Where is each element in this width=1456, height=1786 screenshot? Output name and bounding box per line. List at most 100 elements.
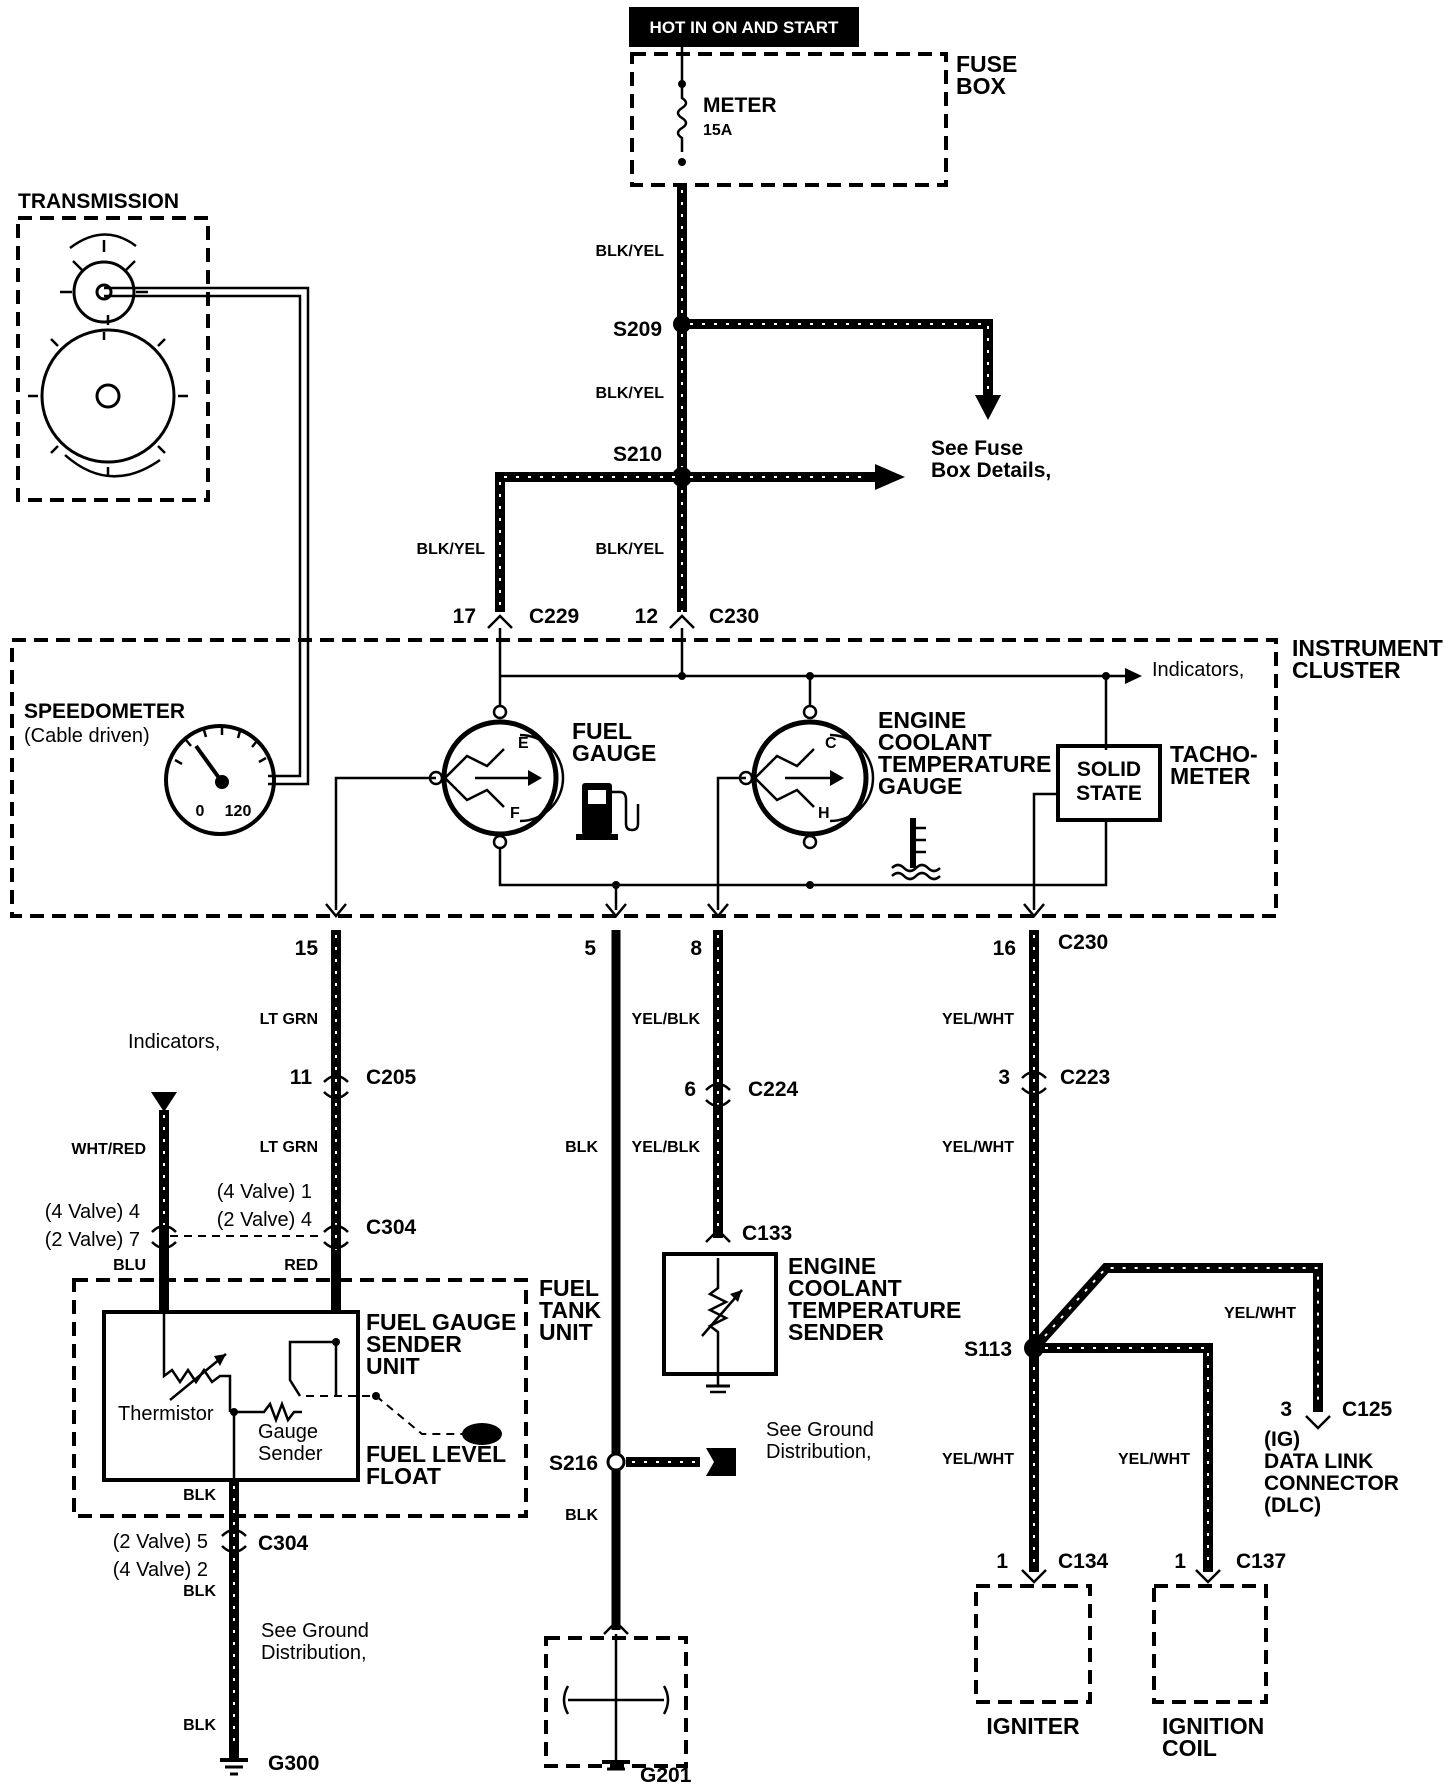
connector-c223: C223 [1060,1066,1110,1089]
thermistor-arrow [169,1353,227,1401]
wire-label-yel-wht-1: YEL/WHT [942,1011,1014,1028]
fuel-gauge-needle [528,770,542,786]
wire-label-lt-grn-1: LT GRN [260,1011,318,1028]
arrow-s210 [875,464,905,490]
c134-symbol [1021,1569,1047,1584]
thermistor-arrowhead [214,1354,226,1366]
fuel-pump-icon [576,783,640,840]
fuse-rating: 15A [703,122,733,139]
bus-node-1 [678,672,686,680]
dlc-l3: CONNECTOR [1264,1472,1399,1495]
transmission-label: TRANSMISSION [18,190,179,213]
coil-l1: IGNITION [1162,1713,1264,1739]
speedo-cable-inner [104,294,302,778]
coolant-sender-l1: ENGINE [788,1253,876,1279]
sender-unit-l3: UNIT [366,1353,420,1379]
ground-dist-left-l2: Distribution, [261,1642,367,1664]
fuel-gauge-label-l1: FUEL [572,718,632,744]
coolant-sender-l4: SENDER [788,1319,884,1345]
coolant-gauge-term-top [802,704,818,720]
arrow-indicators-left [151,1092,177,1112]
c230-pin15-symbol [325,903,347,918]
thermistor-symbol [162,1312,232,1412]
tachometer-label-l2: METER [1170,763,1251,789]
speedometer-dial [164,724,276,836]
speedometer-label: SPEEDOMETER [24,700,185,723]
coolant-gauge-left-lead [716,776,746,910]
note-indicators-right: Indicators, [1152,659,1244,681]
ground-g300: G300 [268,1752,319,1775]
igniter-box [974,1584,1092,1704]
instrument-cluster-label-l2: CLUSTER [1292,657,1401,683]
connector-c230-bottom: C230 [1058,931,1108,954]
pin-1-c137: 1 [1174,1550,1186,1573]
wire-label-yel-blk-2: YEL/BLK [632,1139,701,1156]
connector-c229: C229 [529,605,579,628]
wire-label-blk-5: BLK [565,1507,598,1524]
pin-16: 16 [993,937,1016,960]
speedometer-sublabel: (Cable driven) [24,725,150,747]
fuel-float-icon [462,1423,502,1445]
wire-label-yel-wht-5: YEL/WHT [1118,1451,1190,1468]
splice-s113: S113 [964,1338,1012,1361]
fuel-tank-unit-outline [72,1278,528,1518]
splice-s209: S209 [613,318,662,341]
arrow-s216 [706,1448,736,1476]
coolant-gauge-coils [754,748,840,808]
fuel-gauge-label-l2: GAUGE [572,740,656,766]
solid-state-left-lead [1032,792,1058,910]
solid-state-box [1056,744,1162,822]
coolant-gauge-label-l1: ENGINE [878,707,966,733]
speedometer-max: 120 [225,803,252,820]
float-label-l2: FLOAT [366,1463,441,1489]
coolant-gauge-dial [751,719,869,837]
coolant-sender-box [662,1252,778,1376]
sender-unit-l2: SENDER [366,1331,462,1357]
fuse-box-outline [630,52,948,187]
g201-tabs [562,1685,670,1715]
speedometer-needle [194,744,224,784]
wire-label-yel-wht-2: YEL/WHT [942,1139,1014,1156]
c224-symbol [705,1082,731,1108]
wire-s113-to-dlc [1030,1263,1323,1412]
splice-s216-dot [606,1452,626,1472]
fuel-tank-unit-label-l2: TANK [539,1297,602,1323]
pin-17: 17 [453,605,476,628]
fuel-gauge-term-bottom [492,834,508,850]
splice-s216: S216 [549,1452,598,1475]
pin-3-c223: 3 [998,1066,1010,1089]
igniter-label: IGNITER [986,1713,1080,1739]
c304-bottom-symbol [221,1528,247,1554]
wire-label-yel-blk-1: YEL/BLK [632,1011,701,1028]
fuse-name: METER [703,94,777,117]
coolant-sender-resistor [707,1258,729,1372]
sender-unit-l1: FUEL GAUGE [366,1309,516,1335]
pin-bot-4valve: (4 Valve) 2 [113,1559,208,1581]
c205-symbol [323,1074,349,1100]
pin-5: 5 [584,937,596,960]
coolant-sender-l3: TEMPERATURE [788,1297,961,1323]
fuse-symbol [676,84,688,152]
c304-top-symbol-right [323,1224,349,1250]
wire-label-red: RED [284,1257,318,1274]
dlc-l1: (IG) [1264,1428,1300,1451]
coolant-gauge-needle [830,770,844,786]
c230-pin16-symbol [1023,903,1045,918]
ground-g300-symbol [220,1758,248,1776]
ground-bus-node-2 [806,881,814,889]
c137-symbol [1195,1569,1221,1584]
connector-c304-top: C304 [366,1216,417,1239]
coolant-gauge-label-l4: GAUGE [878,773,962,799]
coolant-sender-l2: COOLANT [788,1275,902,1301]
wire-label-blk-yel-3: BLK/YEL [596,541,665,558]
